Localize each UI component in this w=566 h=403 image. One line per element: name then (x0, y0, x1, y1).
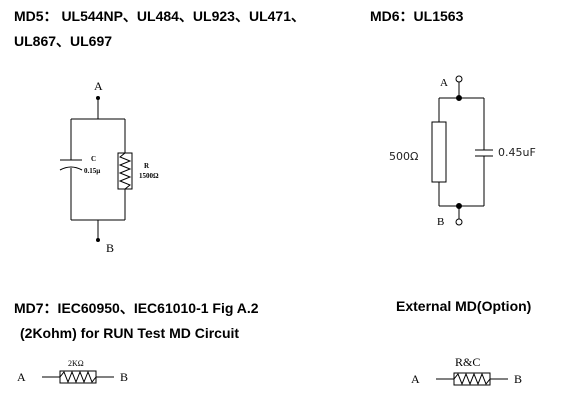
md5-resistor-zigzag (118, 152, 132, 190)
md7-title-line2: (2Kohm) for RUN Test MD Circuit (20, 325, 240, 341)
md5-node-b-dot (96, 238, 100, 242)
external-resistor-zigzag (453, 372, 491, 386)
md6-resistor-value: 500Ω (389, 150, 419, 163)
md6-node-a-terminal (455, 75, 463, 83)
md6-circuit (431, 75, 493, 226)
md5-resistor-name: R (144, 162, 150, 170)
external-node-b-label: B (514, 372, 523, 386)
external-node-a-label: A (411, 372, 420, 386)
external-md-circuit (436, 372, 508, 386)
md7-circuit (42, 370, 114, 384)
md5-circuit (59, 96, 133, 242)
md5-resistor-value: 1500Ω (139, 172, 159, 180)
md7-title-line1: MD7：IEC60950、IEC61010-1 Fig A.2 (14, 300, 259, 316)
md6-capacitor-value: 0.45uF (498, 146, 536, 159)
md5-node-b-label: B (106, 241, 115, 255)
external-md-title: External MD(Option) (396, 298, 532, 314)
md5-capacitor-value: 0.15μ (84, 167, 101, 175)
md7-resistor-zigzag (59, 370, 97, 384)
md5-title-line1: MD5： UL544NP、UL484、UL923、UL471、 (14, 8, 305, 24)
md5-capacitor-plate-bottom (59, 166, 83, 171)
md7-node-b-label: B (120, 370, 129, 384)
md5-title-line2: UL867、UL697 (14, 33, 113, 49)
md5-capacitor-name: C (91, 155, 97, 163)
md7-node-a-label: A (17, 370, 26, 384)
md5-node-a-label: A (94, 79, 103, 93)
md6-node-b-terminal (455, 218, 463, 226)
md6-node-b-label: B (437, 216, 445, 228)
md7-resistor-value: 2KΩ (68, 359, 84, 368)
external-resistor-value: R&C (455, 355, 481, 369)
md6-title: MD6：UL1563 (370, 8, 464, 24)
md6-resistor-body (431, 121, 447, 183)
md6-node-a-label: A (440, 77, 448, 89)
